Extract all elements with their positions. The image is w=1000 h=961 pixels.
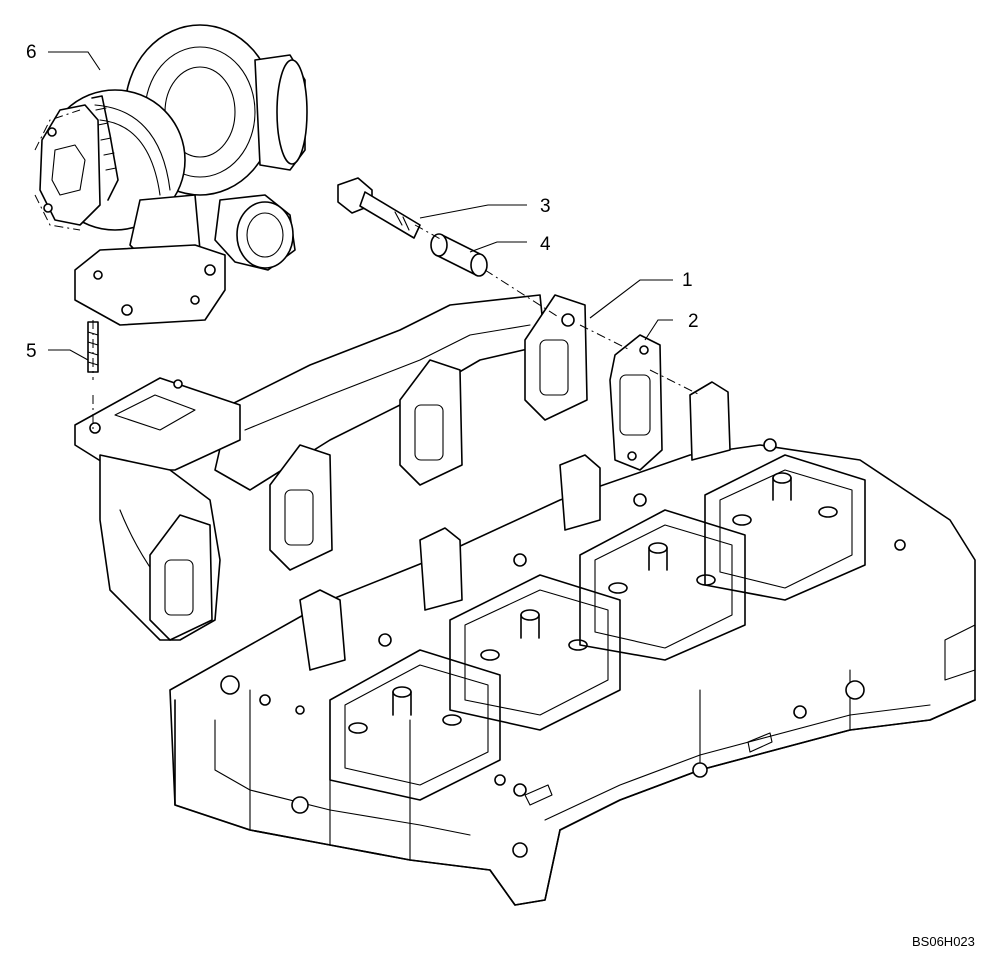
assembly-lines (92, 224, 701, 430)
callout-5: 5 (26, 341, 37, 362)
manifold-port-flange-4 (524, 294, 588, 421)
manifold-port-flange-1 (149, 514, 213, 641)
callout-3: 3 (540, 196, 551, 217)
cylinder-well-4 (704, 454, 866, 601)
cylinder-head (169, 381, 976, 906)
flange-bolt (337, 177, 421, 239)
cylinder-well-1 (329, 649, 501, 801)
cylinder-well-3 (579, 509, 746, 661)
callout-4: 4 (540, 234, 551, 255)
manifold-port-flange-2 (269, 444, 333, 571)
callout-2: 2 (688, 311, 699, 332)
cylinder-well-2 (449, 574, 621, 731)
exhaust-manifold (74, 294, 588, 641)
turbocharger (34, 24, 308, 326)
callout-6: 6 (26, 42, 37, 63)
figure-reference-code: BS06H023 (912, 934, 975, 949)
spacer-sleeve (430, 233, 488, 277)
manifold-gasket (609, 334, 663, 471)
manifold-port-flange-3 (399, 359, 463, 486)
leader-lines (48, 51, 673, 361)
callout-1: 1 (682, 270, 693, 291)
